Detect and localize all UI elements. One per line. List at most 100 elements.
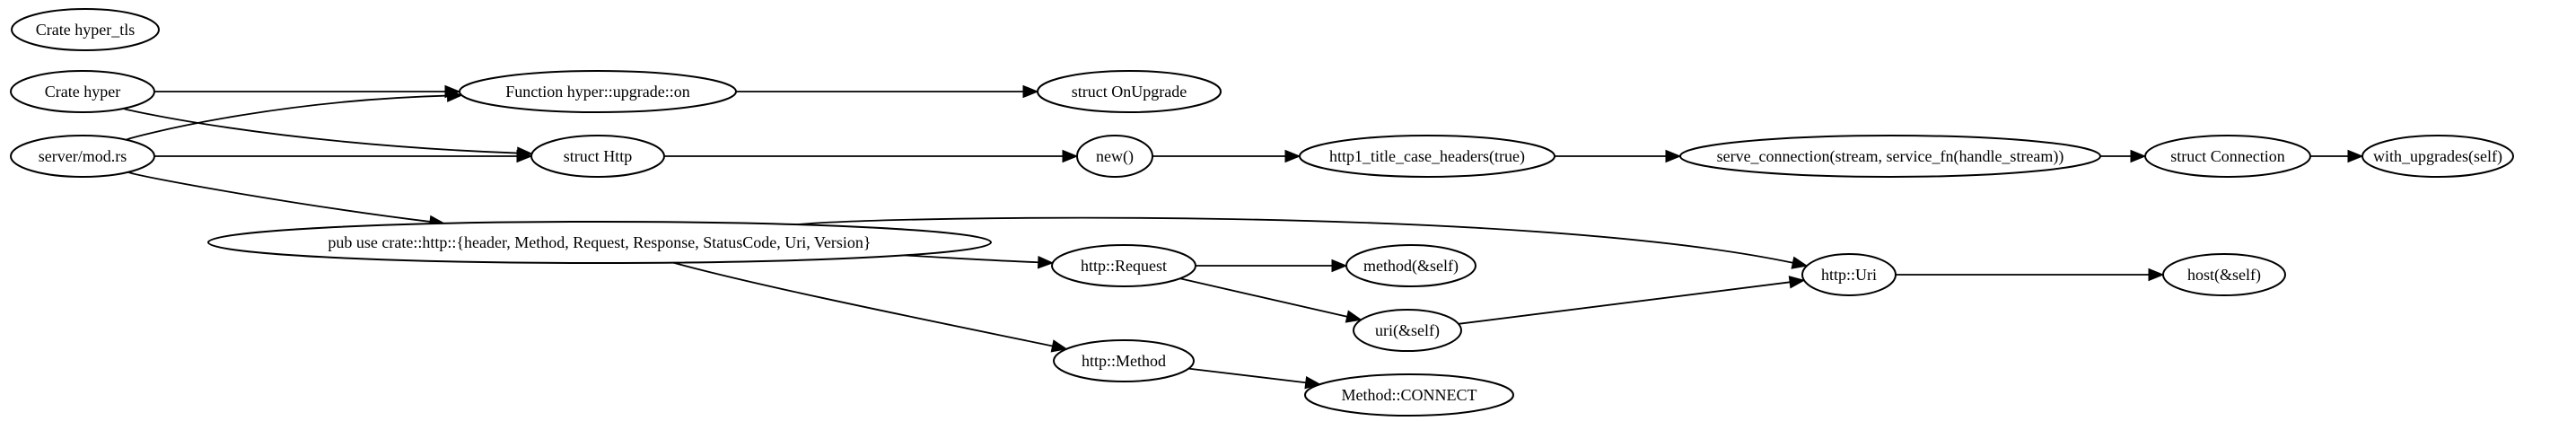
edge-line — [1458, 281, 1791, 325]
arrowhead — [1050, 339, 1068, 353]
arrowhead — [1062, 149, 1079, 163]
node-struct-conn: struct Connection — [2144, 135, 2311, 178]
node-http-request: http::Request — [1051, 244, 1196, 287]
edge-new-to-title-case — [1152, 149, 1301, 163]
edge-line — [1179, 277, 1348, 318]
node-label: http::Request — [1081, 257, 1167, 275]
edge-line — [672, 261, 1053, 347]
node-label: http1_title_case_headers(true) — [1329, 147, 1525, 166]
node-crate-hyper: Crate hyper — [10, 70, 155, 113]
arrowhead — [1791, 256, 1809, 269]
node-ellipse — [1801, 253, 1897, 296]
node-ellipse — [2144, 135, 2311, 178]
node-ellipse — [10, 70, 155, 113]
edge-pub-use-to-http-request — [904, 254, 1055, 269]
edge-uri-self-to-http-uri — [1458, 276, 1806, 325]
edge-server-mod-to-struct-http — [154, 149, 533, 163]
node-http-method: http::Method — [1053, 339, 1195, 382]
node-on-upgrade: struct OnUpgrade — [1037, 70, 1222, 113]
edge-struct-conn-to-with-upgrades — [2310, 149, 2364, 163]
node-ellipse — [1345, 244, 1476, 287]
edge-server-mod-to-upgrade-on — [126, 89, 463, 141]
node-ellipse — [1353, 309, 1462, 352]
edge-http-method-to-method-connect — [1188, 367, 1321, 390]
node-label: Function hyper::upgrade::on — [505, 83, 689, 101]
arrowhead — [1788, 276, 1806, 289]
edge-line — [123, 108, 518, 154]
node-ellipse — [207, 221, 992, 264]
node-label: Method::CONNECT — [1342, 386, 1477, 404]
arrowhead — [2347, 149, 2364, 163]
arrowhead — [1284, 149, 1301, 163]
node-uri-self: uri(&self) — [1353, 309, 1462, 352]
node-server-mod: server/mod.rs — [10, 135, 155, 178]
node-label: http::Uri — [1821, 266, 1877, 284]
edge-line — [904, 254, 1038, 264]
node-ellipse — [1053, 339, 1195, 382]
node-label: http::Method — [1082, 352, 1166, 370]
node-upgrade-on: Function hyper::upgrade::on — [459, 70, 737, 113]
node-method-connect: Method::CONNECT — [1304, 373, 1514, 417]
edge-line — [127, 171, 431, 223]
node-ellipse — [10, 135, 155, 178]
edge-crate-hyper-to-upgrade-on — [154, 84, 461, 99]
arrowhead — [1037, 255, 1055, 269]
node-ellipse — [1304, 373, 1514, 417]
node-ellipse — [11, 8, 160, 51]
node-label: method(&self) — [1363, 257, 1459, 276]
node-label: struct Connection — [2170, 147, 2284, 165]
node-label: struct OnUpgrade — [1072, 83, 1187, 101]
node-host-self: host(&self) — [2162, 253, 2286, 296]
edge-http-request-to-method-self — [1196, 259, 1348, 273]
node-struct-http: struct Http — [530, 135, 665, 178]
node-ellipse — [459, 70, 737, 113]
node-label: with_upgrades(self) — [2373, 147, 2502, 166]
node-label: server/mod.rs — [39, 147, 127, 165]
node-ellipse — [1299, 135, 1555, 178]
node-ellipse — [2361, 135, 2514, 178]
node-label: host(&self) — [2187, 266, 2261, 285]
node-http-uri: http::Uri — [1801, 253, 1897, 296]
edge-line — [796, 216, 1793, 264]
edge-crate-hyper-to-struct-http — [123, 108, 533, 160]
node-pub-use: pub use crate::http::{header, Method, Re… — [207, 221, 992, 264]
edge-line — [126, 94, 448, 141]
edge-upgrade-on-to-on-upgrade — [736, 84, 1039, 99]
node-ellipse — [1037, 70, 1222, 113]
arrowhead — [446, 89, 463, 102]
edge-struct-http-to-new — [664, 149, 1079, 163]
node-method-self: method(&self) — [1345, 244, 1476, 287]
node-with-upgrades: with_upgrades(self) — [2361, 135, 2514, 178]
node-serve-conn: serve_connection(stream, service_fn(hand… — [1679, 135, 2101, 178]
node-crate-hyper-tls: Crate hyper_tls — [11, 8, 160, 51]
arrowhead — [1665, 149, 1682, 163]
edge-serve-conn-to-struct-conn — [2100, 149, 2147, 163]
edge-http-request-to-uri-self — [1179, 277, 1362, 323]
edge-pub-use-to-http-uri — [796, 216, 1809, 269]
edge-server-mod-to-pub-use — [127, 171, 446, 229]
node-label: Crate hyper_tls — [36, 21, 135, 39]
edge-title-case-to-serve-conn — [1555, 149, 1682, 163]
node-label: pub use crate::http::{header, Method, Re… — [328, 233, 871, 251]
node-ellipse — [1076, 135, 1153, 178]
arrowhead — [1331, 259, 1348, 273]
node-label: serve_connection(stream, service_fn(hand… — [1717, 147, 2064, 166]
edge-http-uri-to-host-self — [1896, 268, 2165, 282]
node-label: new() — [1096, 147, 1134, 166]
arrowhead — [1345, 310, 1362, 323]
arrowhead — [1022, 84, 1039, 99]
arrowhead — [516, 149, 533, 163]
node-label: Crate hyper — [45, 83, 120, 101]
node-title-case: http1_title_case_headers(true) — [1299, 135, 1555, 178]
node-label: struct Http — [564, 147, 633, 165]
edge-pub-use-to-http-method — [672, 261, 1068, 353]
arrowhead — [2130, 149, 2147, 163]
arrowhead — [2148, 268, 2165, 282]
node-ellipse — [1679, 135, 2101, 178]
node-ellipse — [2162, 253, 2286, 296]
node-ellipse — [1051, 244, 1196, 287]
edge-line — [1188, 367, 1306, 384]
node-ellipse — [530, 135, 665, 178]
